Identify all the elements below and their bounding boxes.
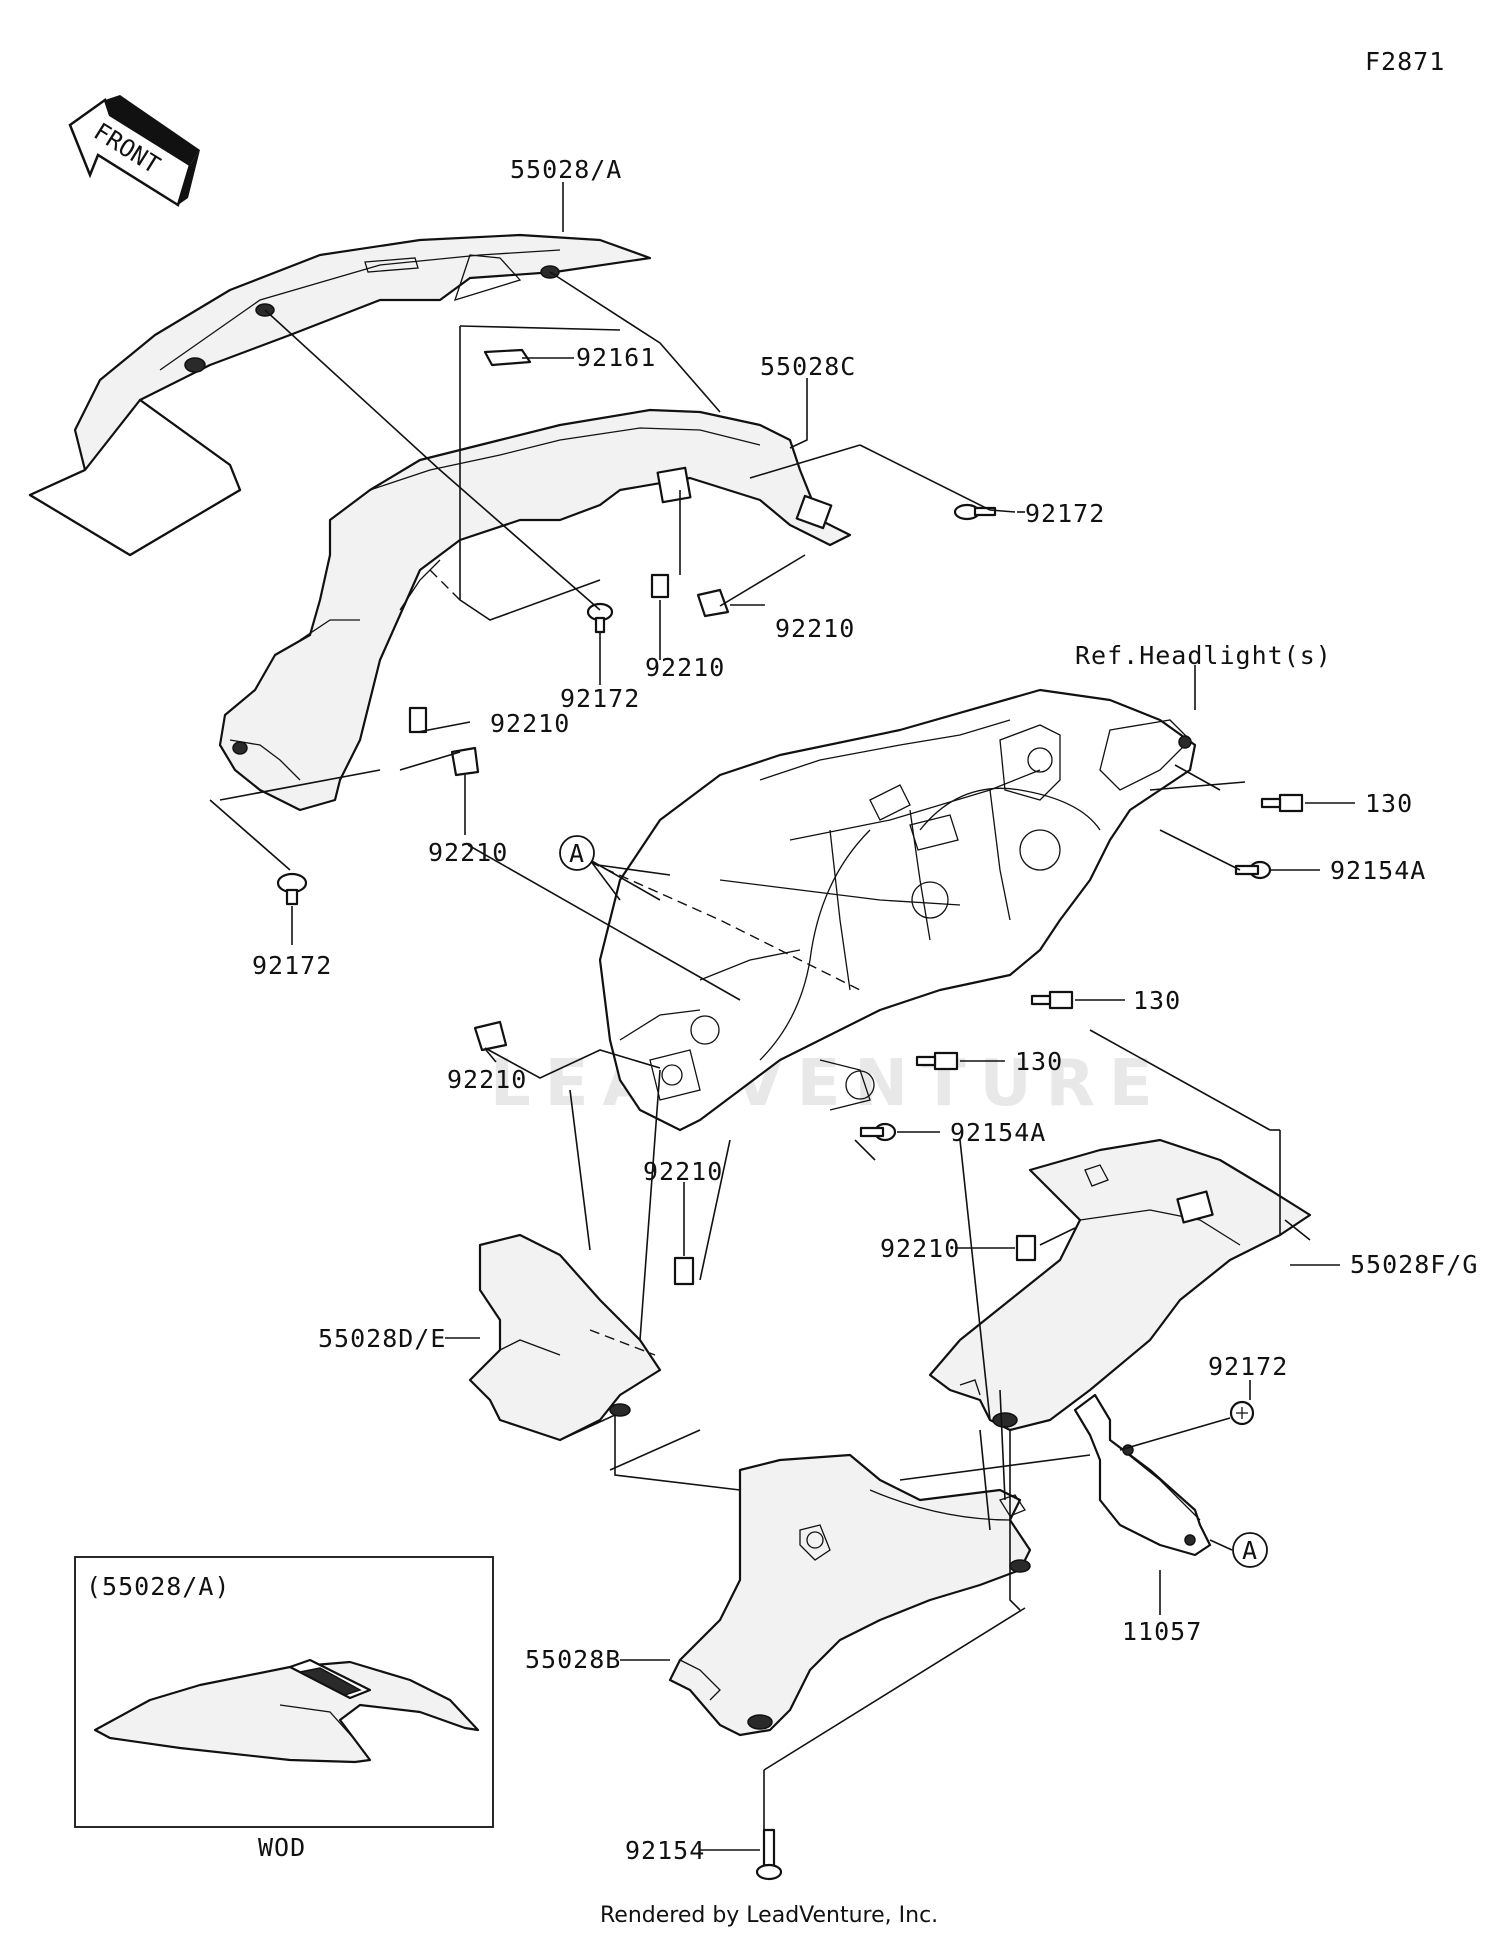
callout-a-top: A: [559, 835, 595, 871]
label-92172-right: 92172: [1208, 1352, 1288, 1381]
footer-credit: Rendered by LeadVenture, Inc.: [600, 1903, 938, 1928]
clip-92210-l1-icon: [408, 706, 428, 734]
label-92210-bottom: 92210: [643, 1157, 723, 1186]
bolt-130-a-icon: [1260, 793, 1304, 813]
headlight-assembly: [598, 688, 1197, 1132]
label-130-a: 130: [1365, 789, 1413, 818]
upper-cowl-55028a: [28, 233, 652, 557]
label-55028b: 55028B: [525, 1645, 621, 1674]
label-55028fg: 55028F/G: [1350, 1250, 1478, 1279]
label-92154a-b: 92154A: [950, 1118, 1046, 1147]
label-92210-right: 92210: [880, 1234, 960, 1263]
clip-92210-c2-icon: [696, 588, 730, 618]
label-92161: 92161: [576, 343, 656, 372]
label-92154: 92154: [625, 1836, 705, 1865]
label-92210-l1: 92210: [490, 709, 570, 738]
svg-text:A: A: [569, 839, 585, 868]
bracket-11057: [1073, 1393, 1212, 1557]
label-92172-top: 92172: [1025, 499, 1105, 528]
fasteners: [276, 348, 1304, 1881]
screw-92172-right-icon: [1229, 1400, 1255, 1426]
diagram-code: F2871: [1365, 47, 1445, 76]
label-55028c: 55028C: [760, 352, 856, 381]
label-92210-c2: 92210: [775, 614, 855, 643]
screw-92172-top-icon: [953, 503, 997, 521]
part-labels: 55028/A 92161 55028C 92172 92172 92210 9…: [252, 155, 1478, 1865]
screw-92172-mid-icon: [586, 602, 614, 634]
screw-92172-left-icon: [276, 872, 308, 906]
dashed-guide: [589, 861, 861, 991]
inset-55028a: (55028/A) WOD: [74, 1556, 494, 1862]
label-55028a: 55028/A: [510, 155, 622, 184]
label-92154a-a: 92154A: [1330, 856, 1426, 885]
inset-title: (55028/A): [86, 1572, 230, 1601]
clip-92210-right-icon: [1015, 1234, 1037, 1262]
label-11057: 11057: [1122, 1617, 1202, 1646]
inner-cowl-55028c: [218, 408, 852, 812]
pad-92161-icon: [483, 348, 532, 367]
bolt-130-b-icon: [1030, 990, 1074, 1010]
side-cowl-55028de: [468, 1233, 662, 1442]
bolt-92154a-a-icon: [1234, 860, 1272, 880]
label-92210-c1: 92210: [645, 653, 725, 682]
label-92172-left: 92172: [252, 951, 332, 980]
bolt-130-c-icon: [915, 1051, 959, 1071]
bolt-92154-icon: [755, 1828, 783, 1881]
label-ref-headlight: Ref.Headlight(s): [1075, 641, 1332, 670]
callout-a-bottom: A: [1232, 1532, 1268, 1568]
lower-cowl-55028b: [668, 1453, 1032, 1737]
inset-caption: WOD: [258, 1833, 306, 1862]
label-130-c: 130: [1015, 1047, 1063, 1076]
watermark: LEADVENTURE: [490, 1047, 1167, 1121]
clip-92210-bottom-icon: [673, 1256, 695, 1286]
label-92172-mid: 92172: [560, 684, 640, 713]
side-cowl-55028fg: [928, 1138, 1312, 1432]
svg-text:A: A: [1242, 1536, 1258, 1565]
front-arrow-icon: FRONT: [68, 95, 200, 207]
label-92210-lower-left: 92210: [447, 1065, 527, 1094]
leader-lines: [209, 182, 1355, 1851]
label-130-b: 130: [1133, 986, 1181, 1015]
label-55028de: 55028D/E: [318, 1324, 446, 1353]
clip-92210-lower-left-icon: [473, 1020, 508, 1052]
clip-92210-c1-icon: [650, 573, 670, 599]
clip-92210-l2-icon: [450, 746, 480, 777]
bolt-92154a-b-icon: [859, 1122, 897, 1142]
label-92210-l2: 92210: [428, 838, 508, 867]
dashed-guide: [429, 569, 461, 601]
